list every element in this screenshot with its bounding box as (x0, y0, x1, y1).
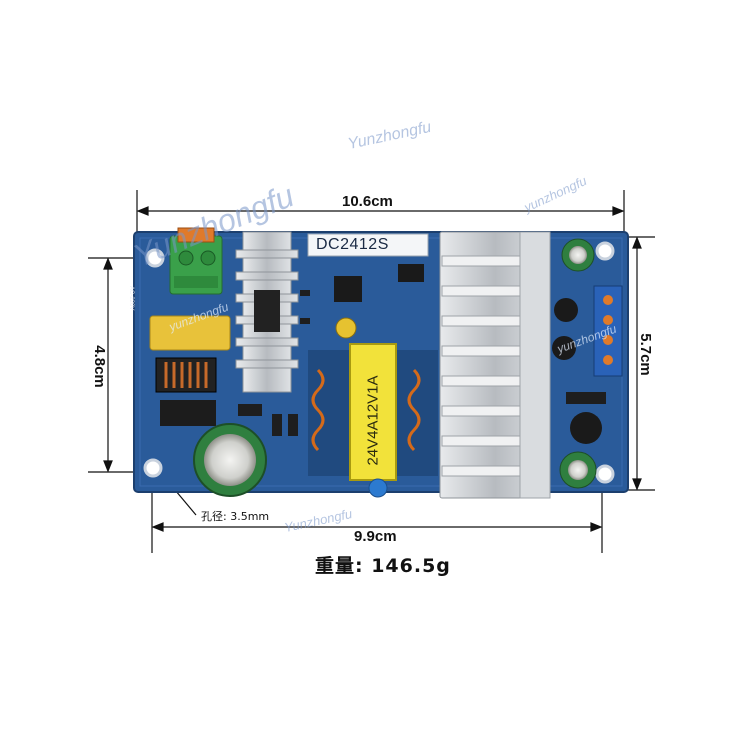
hole-diameter-label: 孔径: 3.5mm (201, 510, 270, 523)
right-height-label: 5.7cm (636, 333, 654, 376)
input-voltage-label: AC-220V (128, 286, 134, 311)
weight-label: 重量: 146.5g (315, 555, 451, 577)
board-model-label: DC2412S (316, 236, 389, 253)
top-width-label: 10.6cm (342, 193, 393, 210)
transformer-label: 24V4A12V1A (364, 375, 382, 466)
bottom-width-label: 9.9cm (354, 528, 397, 545)
left-height-label: 4.8cm (90, 345, 108, 388)
